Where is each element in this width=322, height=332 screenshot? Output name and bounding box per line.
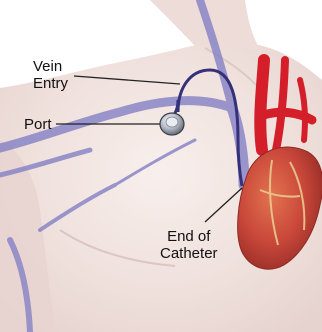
catheter-end-label: End of Catheter: [160, 228, 218, 262]
vein-entry-label-line-1: Vein: [33, 58, 68, 75]
vein-entry-label: Vein Entry: [33, 58, 68, 92]
catheter-end-label-line-2: Catheter: [160, 245, 218, 262]
vein-entry-label-line-2: Entry: [33, 75, 68, 92]
port-device-icon: [160, 113, 184, 135]
port-label: Port: [24, 116, 52, 133]
catheter-end-label-line-1: End of: [160, 228, 218, 245]
